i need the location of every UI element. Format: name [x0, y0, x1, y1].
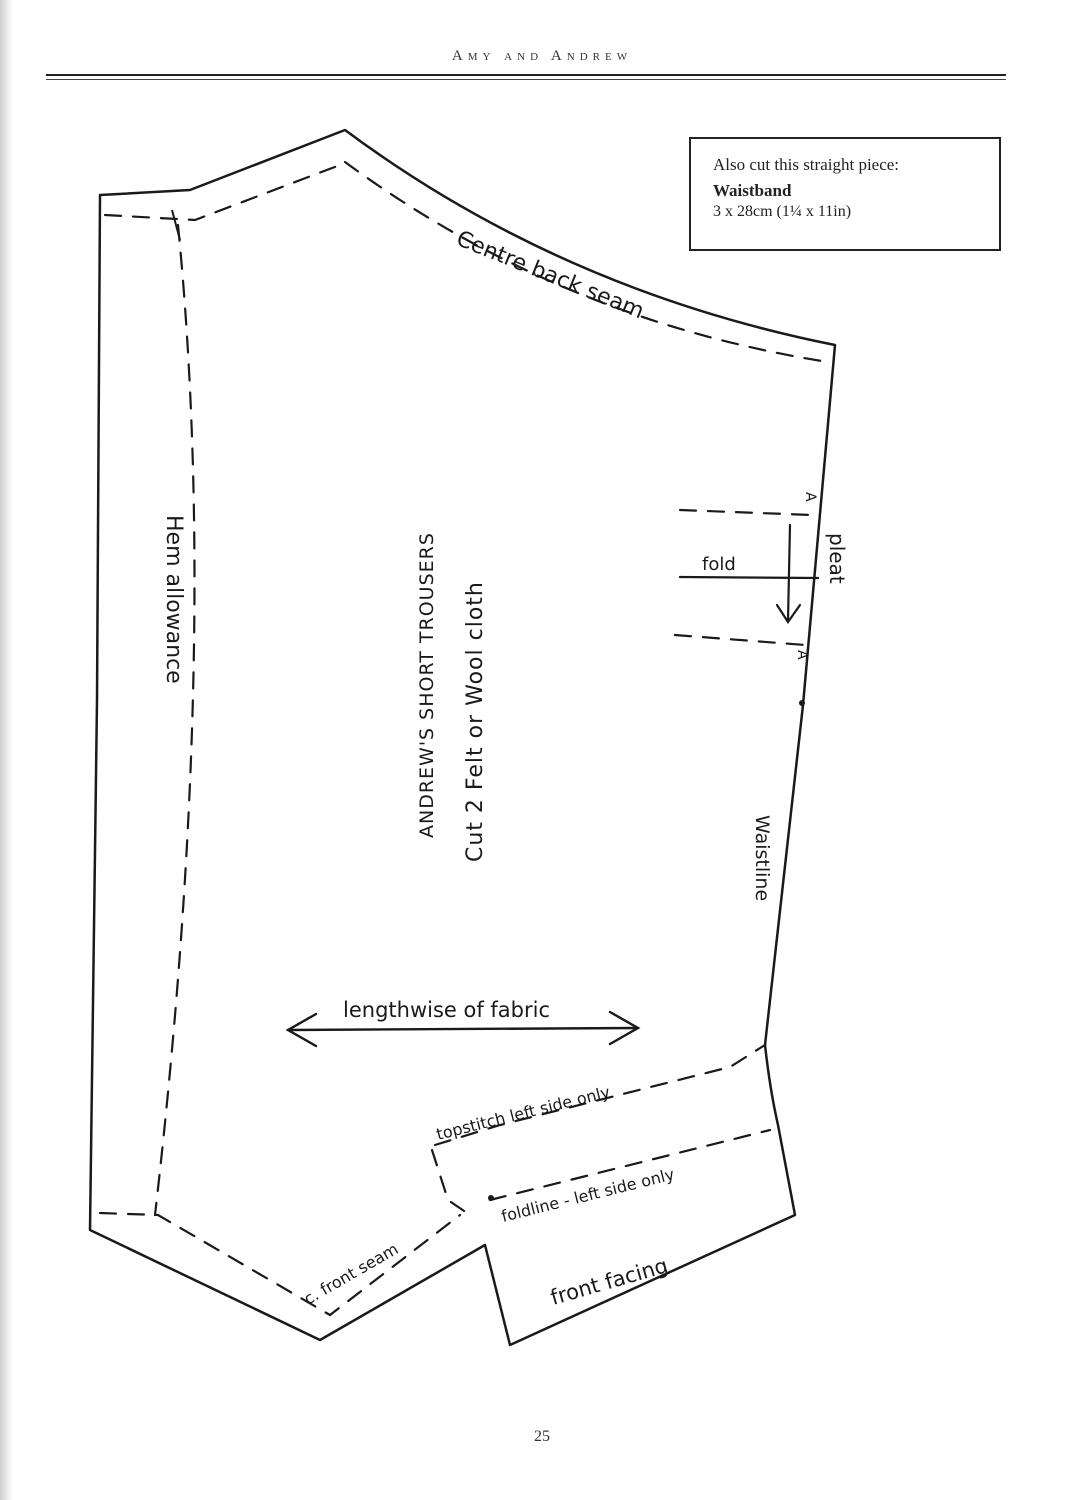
pattern-title: ANDREW'S SHORT TROUSERS: [416, 532, 438, 838]
fold-arrow-head: [775, 603, 802, 624]
pattern-instructions: Cut 2 Felt or Wool cloth: [463, 581, 488, 862]
label-topstitch: topstitch left side only: [434, 1082, 612, 1144]
label-hem-allowance: Hem allowance: [161, 515, 186, 684]
pleat-dash-bottom: [673, 633, 807, 647]
grainline-arrow-shaft: [286, 1026, 640, 1032]
label-mark-a-top: A: [802, 492, 818, 502]
front-seam-dash: [430, 1148, 472, 1217]
label-centre-back-seam: Centre back seam: [453, 226, 648, 324]
label-grainline: lengthwise of fabric: [343, 998, 550, 1022]
pleat-dash-top: [678, 508, 814, 517]
seam-line-hem: [153, 223, 196, 1217]
info-box-intro: Also cut this straight piece:: [713, 155, 900, 174]
grainline-arrow-right-head: [608, 1010, 641, 1046]
cross-mark-top: [171, 209, 181, 241]
foldline-dash: [488, 1128, 772, 1202]
seam-line-centre-back: [343, 160, 830, 364]
label-fold: fold: [702, 554, 736, 575]
pattern-outline: [88, 128, 837, 1347]
running-head: Amy and Andrew: [451, 48, 633, 64]
fold-arrow-shaft: [786, 523, 792, 622]
label-foldline: foldline - left side only: [499, 1164, 676, 1225]
header-rule-thick: [46, 74, 1006, 76]
notch-dot-waist: [799, 700, 805, 706]
header-rule-thin: [46, 79, 1006, 80]
label-front-facing: front facing: [548, 1253, 671, 1309]
waistband-info-box: Also cut this straight piece: Waistband …: [689, 137, 1001, 251]
info-box-piece-name: Waistband: [713, 181, 792, 200]
seam-line-top: [103, 163, 342, 222]
fold-line: [678, 575, 820, 580]
seam-line-bottom-left: [98, 1211, 462, 1317]
label-mark-a-bottom: A: [794, 650, 810, 660]
label-pleat: pleat: [825, 533, 849, 584]
topstitch-line: [433, 1043, 767, 1147]
notch-dot-foldline: [488, 1195, 494, 1201]
grainline-arrow-left-head: [285, 1012, 318, 1048]
info-box-dimensions: 3 x 28cm (1¼ x 11in): [713, 203, 852, 220]
book-spine-shadow: [0, 0, 14, 1500]
page-number: 25: [534, 1428, 550, 1445]
label-waistline: Waistline: [751, 815, 773, 901]
